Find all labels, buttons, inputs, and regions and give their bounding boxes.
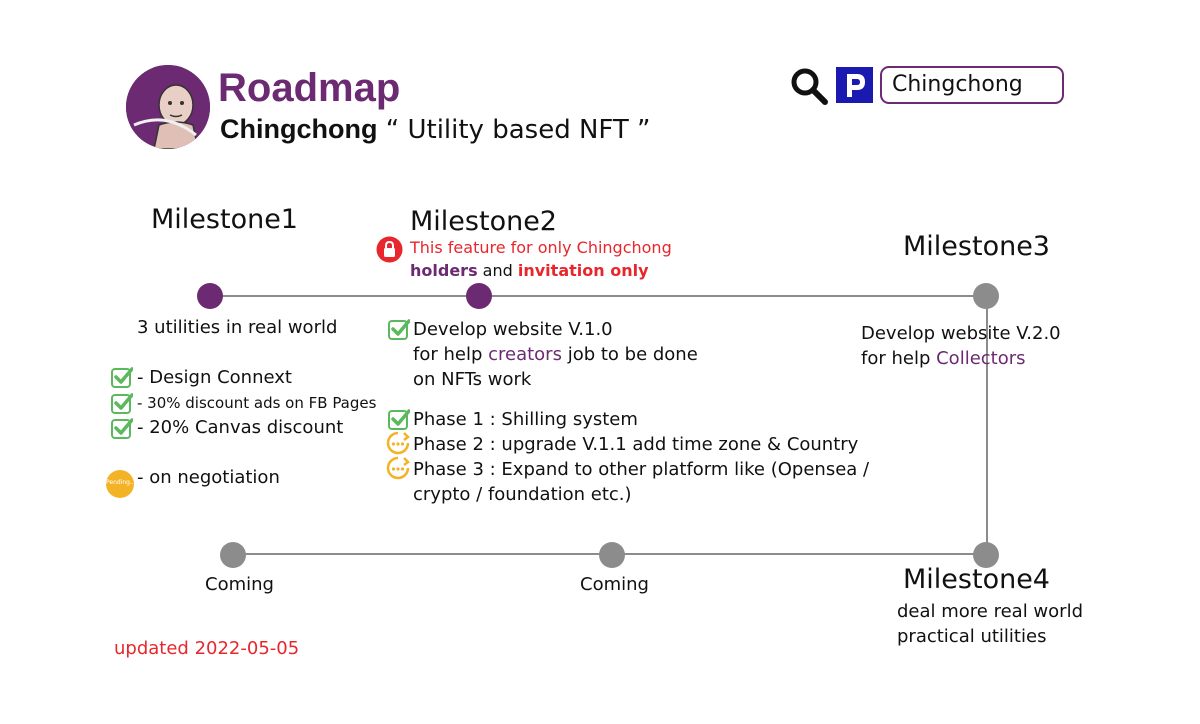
- milestone1-dot: [197, 283, 223, 309]
- invitation-text: invitation only: [517, 261, 649, 280]
- top-timeline-line: [210, 295, 986, 297]
- milestone1-title: Milestone1: [151, 204, 298, 235]
- creators-text: creators: [488, 344, 562, 365]
- restricted-notice-line2: holders and invitation only: [410, 261, 649, 280]
- pending-icon: [386, 456, 410, 480]
- page-subtitle: Chingchong “ Utility based NFT ”: [220, 114, 651, 145]
- milestone3-line2: for help Collectors: [861, 346, 1026, 371]
- milestone1-item: - 30% discount ads on FB Pages: [137, 394, 377, 412]
- restricted-notice-line1: This feature for only Chingchong: [410, 238, 672, 257]
- coming-label: Coming: [205, 574, 274, 595]
- coming-label: Coming: [580, 574, 649, 595]
- milestone4-title: Milestone4: [903, 564, 1050, 595]
- milestone2-dot: [466, 283, 492, 309]
- milestone4-line2: practical utilities: [897, 626, 1047, 647]
- milestone1-summary: 3 utilities in real world: [137, 317, 338, 338]
- dev-line2-pre: for help: [413, 344, 489, 365]
- check-icon: [111, 393, 133, 414]
- and-text: and: [477, 261, 518, 280]
- milestone2-dev-line2: for help creators job to be done: [413, 342, 698, 367]
- check-icon: [111, 367, 133, 388]
- milestone3-title: Milestone3: [903, 231, 1050, 262]
- milestone3-line1: Develop website V.2.0: [861, 323, 1061, 344]
- search-icon[interactable]: [789, 66, 829, 106]
- search-input-value: Chingchong: [892, 72, 1023, 97]
- phase2-text: Phase 2 : upgrade V.1.1 add time zone & …: [413, 434, 859, 455]
- phase3-text-line1: Phase 3 : Expand to other platform like …: [413, 459, 870, 480]
- avatar-illustration: [126, 65, 210, 149]
- milestone2-dev-line1: Develop website V.1.0: [413, 319, 613, 340]
- milestone4-line1: deal more real world: [897, 601, 1083, 622]
- subtitle-text: “ Utility based NFT ”: [377, 115, 651, 145]
- pending-text: - on negotiation: [137, 467, 280, 488]
- pending-badge-label: Pending...: [106, 479, 136, 486]
- check-icon: [388, 409, 410, 430]
- pending-icon: [386, 431, 410, 455]
- milestone1-item: - 20% Canvas discount: [137, 417, 344, 438]
- milestone3-dot: [973, 283, 999, 309]
- avatar: [126, 65, 210, 149]
- coming2-dot: [599, 542, 625, 568]
- pending-badge: Pending...: [106, 470, 136, 498]
- lock-icon: [376, 236, 403, 263]
- phase1-text: Phase 1 : Shilling system: [413, 409, 638, 430]
- connector-line: [986, 295, 988, 553]
- page-title: Roadmap: [218, 66, 401, 110]
- updated-date: updated 2022-05-05: [114, 638, 300, 659]
- holders-text: holders: [410, 261, 478, 280]
- p-app-icon[interactable]: [836, 67, 873, 103]
- collectors-text: Collectors: [936, 348, 1026, 369]
- phase3-text-line2: crypto / foundation etc.): [413, 484, 632, 505]
- check-icon: [388, 319, 410, 340]
- subtitle-brand: Chingchong: [220, 114, 378, 144]
- milestone2-dev-line3: on NFTs work: [413, 369, 532, 390]
- check-icon: [111, 418, 133, 439]
- search-input[interactable]: Chingchong: [880, 66, 1064, 104]
- milestone2-title: Milestone2: [410, 206, 557, 237]
- dev-line2-post: job to be done: [561, 344, 698, 365]
- milestone4-dot: [973, 542, 999, 568]
- milestone1-item: - Design Connext: [137, 367, 292, 388]
- coming1-dot: [220, 542, 246, 568]
- m3-line2-pre: for help: [861, 348, 937, 369]
